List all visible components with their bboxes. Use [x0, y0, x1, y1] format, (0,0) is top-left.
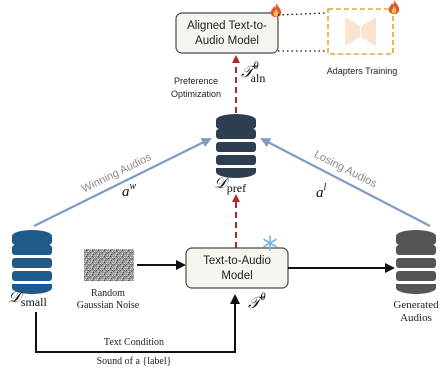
noise-label-line1: Random: [91, 288, 125, 299]
small-db-symbol: 𝒟small: [8, 289, 47, 309]
base-model-label-line2: Model: [221, 270, 252, 282]
fire-icon: [270, 3, 282, 17]
winning-symbol: aw: [122, 181, 137, 200]
base-model-symbol: 𝒯θ: [248, 291, 266, 312]
aligned-model-label-line1: Aligned Text-to-: [187, 20, 267, 32]
aligned-model-label-line2: Audio Model: [195, 35, 259, 47]
small-database-icon: [12, 230, 52, 294]
text-condition-line2: Sound of a {label}: [97, 356, 172, 367]
adapter-icon: [345, 17, 376, 46]
text-condition-path: [35, 294, 240, 353]
generated-label-line2: Audios: [400, 312, 432, 324]
noise-label-line2: Gaussian Noise: [77, 300, 140, 311]
pref-db-symbol: 𝒟pref: [214, 175, 246, 195]
aligned-model-box: [175, 12, 279, 54]
adapters-box: [327, 8, 394, 55]
adapters-label: Adapters Training: [327, 66, 398, 76]
losing-symbol: al: [316, 182, 327, 201]
adapter-connector-top: [277, 12, 327, 16]
preference-label-line1: Preference: [174, 76, 218, 86]
winning-arrow: [33, 138, 212, 227]
pref-database-icon: [216, 114, 256, 178]
fire-icon: [388, 0, 400, 14]
preference-label-line2: Optimization: [171, 89, 221, 99]
generated-label-line1: Generated: [393, 299, 439, 311]
generated-database-icon: [396, 230, 436, 294]
base-model-box: [185, 247, 289, 289]
snowflake-icon: [263, 235, 277, 251]
text-condition-line1: Text Condition: [104, 337, 164, 348]
gaussian-noise-image: [84, 249, 134, 281]
losing-arrow: [260, 138, 431, 227]
base-model-label-line1: Text-to-Audio: [203, 255, 271, 267]
